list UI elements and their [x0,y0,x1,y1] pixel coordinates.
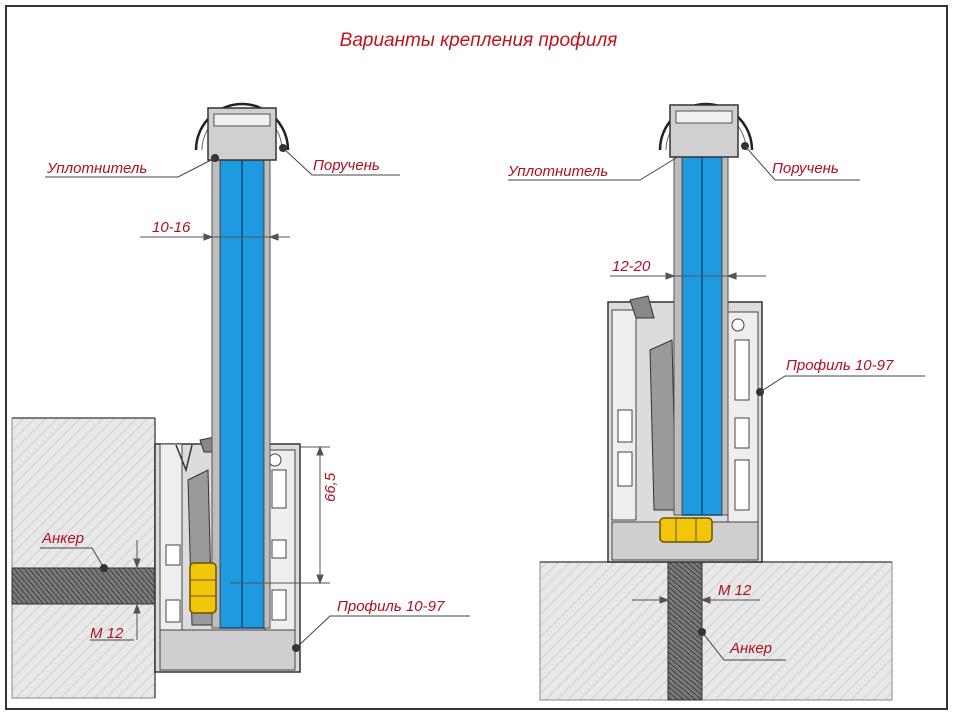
left-profile-label: Профиль 10-97 [337,598,445,615]
left-concrete-slab [11,417,156,699]
left-variant [11,102,470,699]
right-variant [508,102,925,701]
left-dim-height [230,445,330,585]
left-nut [189,562,217,614]
right-seal-label: Уплотнитель [508,163,609,180]
left-thread-label: M 12 [90,625,124,642]
right-handrail-label: Поручень [772,160,839,177]
left-handrail [194,102,290,162]
right-profile-label: Профиль 10-97 [786,357,894,374]
right-nut [659,517,713,543]
right-dim-thread [632,596,760,604]
diagram-title: Варианты крепления профиля [339,30,618,51]
left-dim-thread [133,540,141,640]
right-dim-glass [610,272,766,280]
right-anchor-label: Анкер [730,640,773,657]
left-glass-thickness-label: 10-16 [152,219,191,236]
left-seal-label: Уплотнитель [47,160,148,177]
left-height-label: 66,5 [322,472,339,502]
right-glass-thickness-label: 12-20 [612,258,651,275]
right-wedge [649,339,677,511]
left-handrail-label: Поручень [313,157,380,174]
right-concrete-slab [539,561,893,701]
right-thread-label: M 12 [718,582,752,599]
right-handrail [658,102,754,158]
left-anchor-label: Анкер [42,530,85,547]
left-dim-glass [140,233,290,241]
